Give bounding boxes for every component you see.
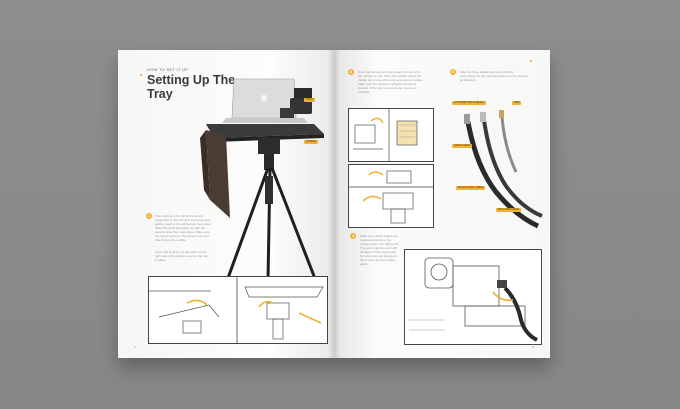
tag-hdmi: HDMI CABLE — [452, 144, 472, 148]
camera-lock-drawing — [349, 170, 433, 224]
page-number-left: 4 — [134, 345, 136, 349]
tag-header-cable: 3 CONNECTED CABLES — [452, 101, 486, 105]
section-kicker: HOW TO SET IT UP — [147, 67, 189, 72]
cables-illustration — [464, 110, 543, 229]
tag-usb: DSLR — [304, 98, 315, 102]
camera-fit-diagram-top — [348, 108, 434, 162]
step-badge: 2 — [348, 69, 354, 75]
step1-text: This might be a bit stiff at first as th… — [155, 214, 211, 242]
step1-text-2: Once that is done, use the latch on the … — [155, 250, 208, 262]
cable-plug-diagram — [404, 249, 542, 345]
step-badge: 3 — [450, 69, 456, 75]
tripod-photo — [200, 78, 324, 285]
tag-mini-usb: MINI USB CABLE — [496, 208, 521, 212]
step-badge: 1 — [146, 213, 152, 219]
tag-power: POWER — [304, 140, 318, 144]
page-title: Setting Up The Tray — [147, 73, 236, 101]
tray-mount-diagram — [149, 277, 324, 343]
tag-usb-connector: USB — [512, 101, 522, 105]
step4-text: Make sure all the cables are inserted co… — [360, 234, 400, 266]
step2-text: Now that the tray is on the tripod it is… — [358, 70, 424, 94]
step3-text: Take the three cables that were left fro… — [460, 70, 528, 82]
accent-dot — [530, 60, 532, 62]
camera-fit-drawing — [353, 109, 418, 161]
page-number-right: 5 — [532, 345, 534, 349]
left-page: HOW TO SET IT UP Setting Up The Tray — [118, 50, 334, 358]
tag-micro-hdmi: MICRO HDMI CABLE — [456, 186, 486, 190]
right-page: 2 Now that the tray is on the tripod it … — [334, 50, 550, 358]
open-booklet: HOW TO SET IT UP Setting Up The Tray — [118, 50, 550, 358]
accent-dot — [140, 74, 142, 76]
diagram-strip — [148, 276, 328, 344]
cable-plug-drawing — [409, 257, 538, 342]
camera-fit-diagram-bottom — [348, 164, 434, 228]
step-badge: 4 — [350, 233, 356, 239]
spine-gutter — [328, 50, 340, 358]
